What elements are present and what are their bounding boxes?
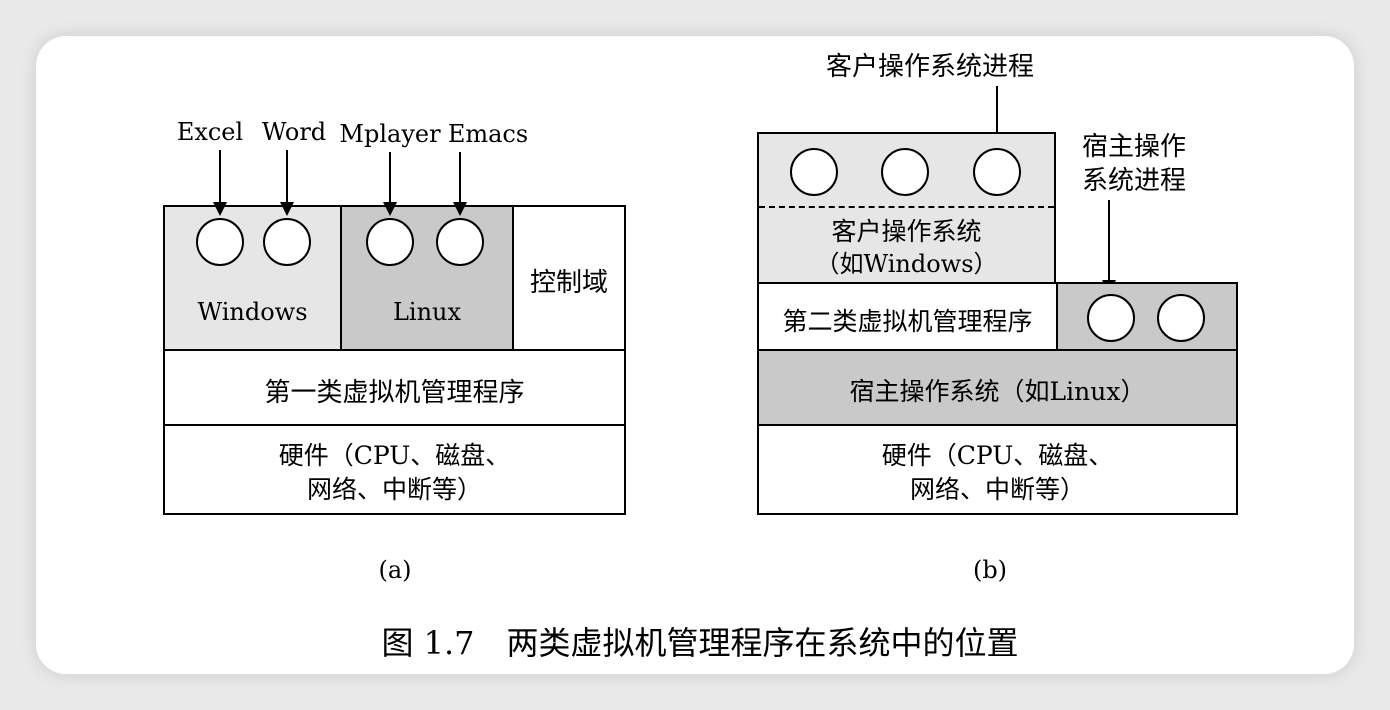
hardware-a-line2: 网络、中断等） bbox=[306, 475, 482, 504]
arrow-excel bbox=[213, 150, 227, 216]
guest-process-circle-2 bbox=[881, 148, 929, 196]
figure-caption: 图 1.7 两类虚拟机管理程序在系统中的位置 bbox=[381, 624, 1019, 662]
arrow-mplayer bbox=[383, 152, 397, 216]
hypervisor-type2-box bbox=[757, 282, 1058, 351]
host-process-box bbox=[1056, 282, 1238, 351]
app-label-emacs: Emacs bbox=[447, 120, 529, 148]
hardware-a-box bbox=[163, 424, 626, 515]
guest-os-dashed-divider bbox=[759, 206, 1054, 208]
host-os-label: 宿主操作系统（如Linux） bbox=[849, 377, 1146, 406]
process-circle-emacs bbox=[436, 218, 484, 266]
guest-linux-box bbox=[340, 205, 514, 351]
guest-linux-label: Linux bbox=[392, 298, 462, 326]
arrow-host-process bbox=[1102, 200, 1116, 294]
host-process-circle-1 bbox=[1087, 294, 1135, 342]
host-process-label-line2: 系统进程 bbox=[1081, 166, 1186, 196]
app-label-mplayer: Mplayer bbox=[339, 120, 441, 148]
caption-a: (a) bbox=[378, 556, 412, 584]
arrow-word bbox=[280, 150, 294, 216]
hardware-b-line2: 网络、中断等） bbox=[909, 475, 1085, 504]
hypervisor-type1-label: 第一类虚拟机管理程序 bbox=[264, 378, 525, 408]
caption-b: (b) bbox=[972, 556, 1008, 584]
guest-process-circle-3 bbox=[973, 148, 1021, 196]
hardware-b-box bbox=[757, 424, 1238, 515]
guest-windows-box bbox=[163, 205, 342, 351]
guest-windows-label: Windows bbox=[197, 298, 308, 326]
app-label-word: Word bbox=[261, 118, 327, 146]
control-domain-label: 控制域 bbox=[529, 268, 608, 298]
hypervisor-type1-box bbox=[163, 349, 626, 426]
process-circle-word bbox=[263, 218, 311, 266]
process-circle-mplayer bbox=[366, 218, 414, 266]
app-label-excel: Excel bbox=[176, 118, 244, 146]
host-os-box bbox=[757, 349, 1238, 426]
guest-os-line1: 客户操作系统 bbox=[831, 217, 982, 246]
host-process-circle-2 bbox=[1157, 294, 1205, 342]
host-process-label-line1: 宿主操作 bbox=[1081, 132, 1186, 162]
hypervisor-type2-label: 第二类虚拟机管理程序 bbox=[782, 307, 1033, 336]
process-circle-excel bbox=[196, 218, 244, 266]
arrow-emacs bbox=[453, 152, 467, 216]
guest-process-label: 客户操作系统进程 bbox=[825, 52, 1034, 82]
guest-os-line2: （如Windows） bbox=[815, 250, 998, 278]
hardware-b-line1: 硬件（CPU、磁盘、 bbox=[881, 441, 1114, 470]
guest-process-circle-1 bbox=[790, 148, 838, 196]
hardware-a-line1: 硬件（CPU、磁盘、 bbox=[278, 441, 511, 470]
